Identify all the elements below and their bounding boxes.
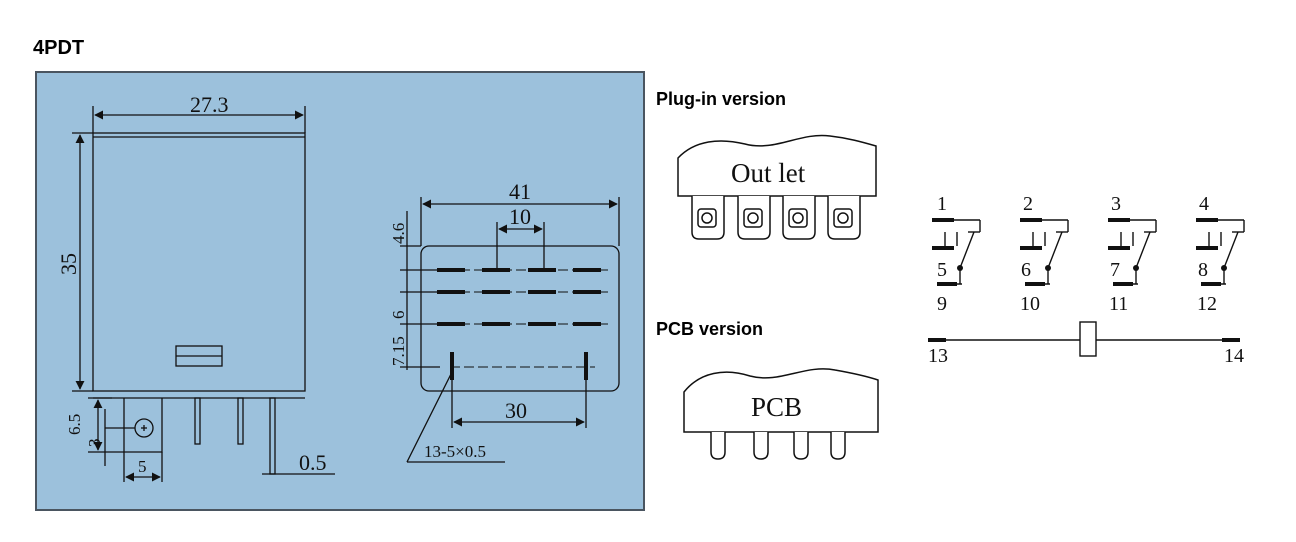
outlet-illustration — [677, 134, 877, 240]
dim-pin-pitch: 5 — [138, 457, 147, 476]
mounting-tab — [123, 398, 163, 453]
dim-coil-row: 7.15 — [389, 336, 408, 366]
side-pin — [194, 397, 201, 445]
plugin-version-label: Plug-in version — [656, 89, 787, 109]
bottom-view-drawing — [400, 197, 620, 463]
outlet-socket — [827, 196, 861, 240]
pin-label-1: 1 — [937, 193, 947, 215]
pcb-pin — [710, 432, 726, 460]
outlet-socket — [691, 196, 725, 240]
pin-label-4: 4 — [1199, 193, 1209, 215]
pcb-version-label: PCB version — [656, 319, 764, 339]
dim-coil-span: 30 — [505, 398, 527, 423]
coil-symbol — [1079, 321, 1097, 357]
pcb-text: PCB — [751, 392, 802, 422]
outlet-text: Out let — [731, 158, 806, 188]
dim-bottom-width: 41 — [509, 179, 531, 204]
pin-label-6: 6 — [1021, 259, 1031, 281]
pin-label-11: 11 — [1109, 293, 1128, 315]
pin-label-10: 10 — [1020, 293, 1040, 315]
dim-col-pitch: 10 — [509, 204, 531, 229]
outlet-socket — [782, 196, 816, 240]
dim-pin-thickness: 0.5 — [299, 450, 327, 475]
side-view-drawing — [72, 106, 335, 482]
dim-width: 27.3 — [190, 92, 229, 117]
pcb-pin — [753, 432, 769, 460]
bottom-view-outline — [420, 245, 620, 392]
outlet-socket — [737, 196, 771, 240]
wiring-schematic — [928, 219, 1245, 357]
side-pin — [237, 397, 244, 445]
pin-label-12: 12 — [1197, 293, 1217, 315]
pin-label-2: 2 — [1023, 193, 1033, 215]
pcb-pin — [830, 432, 846, 460]
page-title: 4PDT — [33, 37, 85, 59]
dim-row-pitch: 6 — [389, 311, 408, 320]
pin-label-8: 8 — [1198, 259, 1208, 281]
pin-label-14: 14 — [1224, 345, 1244, 367]
pin-label-13: 13 — [928, 345, 948, 367]
pin-label-7: 7 — [1110, 259, 1120, 281]
pcb-pin — [793, 432, 809, 460]
dim-pin-offset: 3 — [85, 439, 104, 448]
pin-note: 13-5×0.5 — [424, 442, 486, 461]
dim-base: 6.5 — [65, 414, 84, 435]
dim-top-margin: 4.6 — [389, 223, 408, 244]
pin-label-3: 3 — [1111, 193, 1121, 215]
pin-label-9: 9 — [937, 293, 947, 315]
pin-label-5: 5 — [937, 259, 947, 281]
relay-body-outline — [92, 132, 306, 392]
dim-height: 35 — [56, 253, 81, 275]
pcb-illustration — [683, 368, 879, 460]
bottom-view-pins — [437, 268, 601, 380]
